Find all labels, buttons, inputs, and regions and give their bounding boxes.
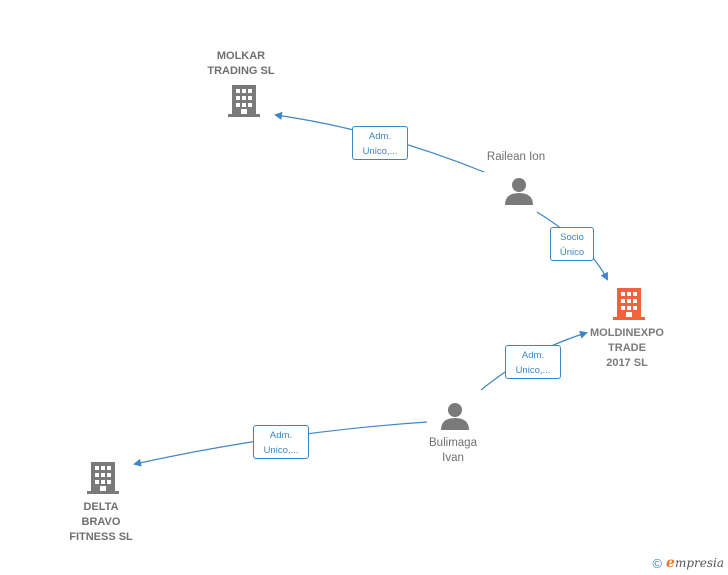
node-label-railean[interactable]: Railean Ion (486, 151, 546, 163)
node-label-bulimaga[interactable]: Bulimaga Ivan (429, 437, 477, 464)
edge-label-bulimaga-moldinexpo[interactable]: Adm. Unico,... (505, 345, 561, 379)
building-icon[interactable] (613, 288, 645, 320)
footer-brand: © empresia (652, 555, 724, 571)
person-icon[interactable] (441, 403, 469, 430)
edge-label-railean-molkar[interactable]: Adm. Unico,... (352, 126, 408, 160)
node-label-moldinexpo[interactable]: MOLDINEXPO TRADE 2017 SL (590, 327, 664, 369)
brand-logo[interactable]: empresia (666, 555, 724, 571)
node-label-molkar[interactable]: MOLKAR TRADING SL (207, 50, 275, 77)
node-label-delta[interactable]: DELTA BRAVO FITNESS SL (69, 501, 133, 543)
building-icon[interactable] (228, 85, 260, 117)
edge-label-bulimaga-delta[interactable]: Adm. Unico,... (253, 425, 309, 459)
edge-label-railean-moldinexpo[interactable]: Socio Único (550, 227, 594, 261)
building-icon[interactable] (87, 462, 119, 494)
copyright-icon: © (652, 555, 663, 571)
person-icon[interactable] (505, 178, 533, 205)
